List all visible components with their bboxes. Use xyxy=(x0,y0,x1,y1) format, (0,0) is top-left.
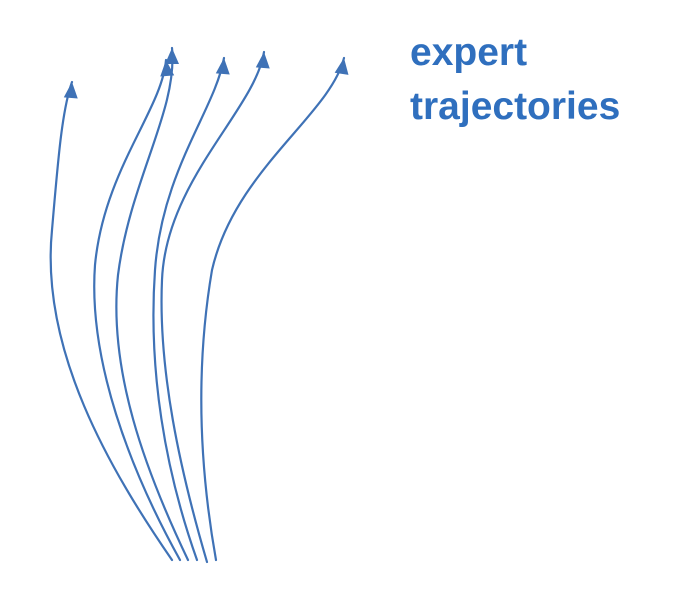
trajectory-curve-2 xyxy=(93,58,182,562)
arrowhead-icon-5 xyxy=(255,52,270,69)
arrowhead-icon-3 xyxy=(165,48,179,64)
trajectory-curve-5 xyxy=(160,50,266,564)
arrowhead-icon-1 xyxy=(63,82,78,99)
label-line-2: trajectories xyxy=(410,85,621,128)
trajectory-curve-6 xyxy=(200,56,346,562)
arrowhead-icon-4 xyxy=(215,58,230,75)
trajectory-group xyxy=(49,46,349,564)
trajectory-curve-4 xyxy=(152,56,226,562)
arrowhead-icon-6 xyxy=(334,58,349,75)
trajectory-curve-1 xyxy=(49,80,174,562)
expert-trajectories-label: expert trajectories xyxy=(410,26,620,134)
trajectory-curve-3 xyxy=(115,46,190,562)
label-line-1: expert xyxy=(410,31,528,74)
